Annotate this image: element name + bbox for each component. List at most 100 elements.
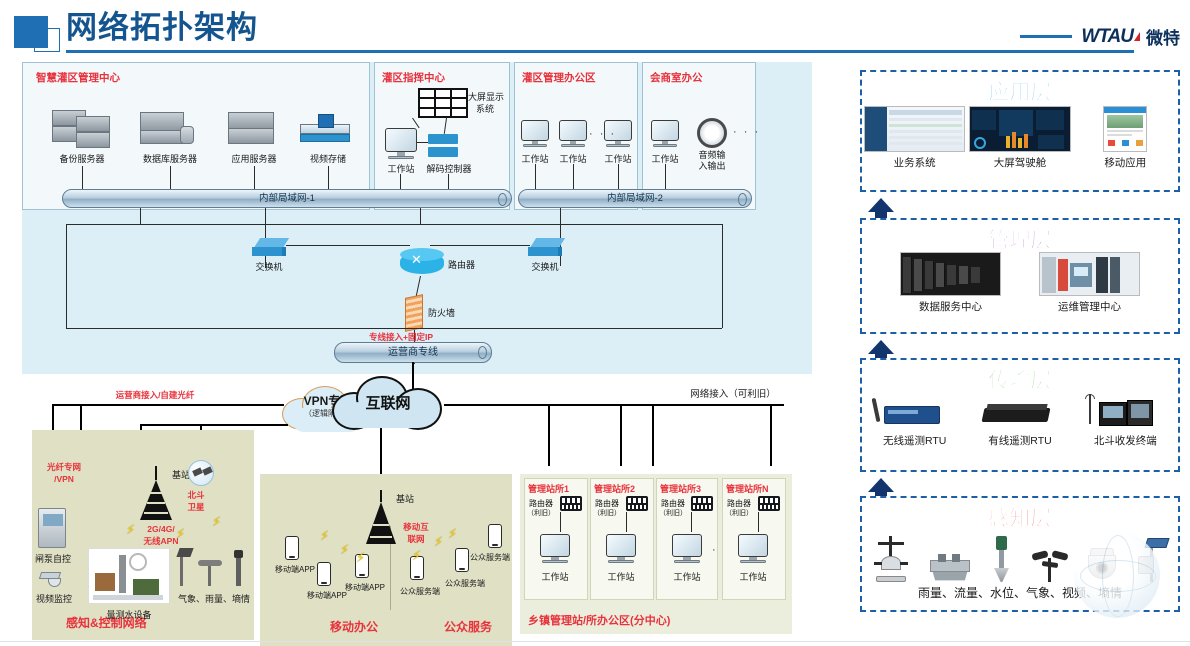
- carrier-fiber-label: 运营商接入/自建光纤: [115, 390, 195, 400]
- title-divider: [66, 50, 1134, 53]
- video-storage-icon: [300, 114, 354, 146]
- link-router-switchright: [430, 245, 530, 246]
- brand-latin-text: WTAU: [1081, 25, 1134, 47]
- firewall-label: 防火墙: [428, 308, 456, 318]
- link-server1-lan1: [170, 166, 171, 198]
- link-server2-lan1: [254, 166, 255, 198]
- layer-management: 管理层 数据服务中心: [860, 218, 1180, 334]
- page-header: 网络拓扑架构 WTAU 微特: [0, 0, 1190, 56]
- audio-device-icon: [697, 118, 727, 148]
- brand-rule: [1020, 35, 1073, 38]
- database-server-icon: [140, 112, 196, 146]
- link-lan2-switch-right: [560, 208, 561, 266]
- flow-meter-icon: [930, 552, 970, 582]
- videowall-label-line2: 系统: [476, 104, 495, 114]
- server-label-3: 视频存储: [309, 154, 346, 164]
- core-bus-horizontal-2: [420, 224, 560, 225]
- weather-sensors-icon: [176, 548, 248, 590]
- mobile-internet-label-line1: 移动互: [403, 522, 429, 532]
- lan-bar-2: 内部局域网-2: [518, 189, 752, 208]
- link-trunk-station3: [652, 404, 654, 466]
- meeting-workstation-icon: [651, 120, 679, 148]
- layer-title-perception: 感知层: [988, 507, 1052, 531]
- water-measure-label: 量测水设备: [106, 610, 152, 620]
- internet-right-trunk: [444, 404, 784, 406]
- station-router-label-3: 路由器: [727, 499, 751, 508]
- link-station0-router: [560, 512, 561, 532]
- layer-title-application: 应用层: [988, 81, 1052, 105]
- meeting-workstation-label: 工作站: [651, 154, 679, 164]
- layer-item-wired-rtu: 有线遥测RTU: [969, 394, 1070, 448]
- zone-title-township: 乡镇管理站/所办公区(分中心): [528, 615, 671, 627]
- layer-item-ops-center: 运维管理中心: [1038, 252, 1141, 314]
- water-level-sensor-icon: [990, 536, 1012, 582]
- mobile-app-label-0: 移动端APP: [274, 565, 315, 574]
- internet-cloud-title: 互联网: [365, 395, 411, 412]
- business-system-thumb: [864, 106, 966, 152]
- layer-item-dashboard: 大屏驾驶舱: [969, 106, 1071, 170]
- station-workstation-icon-3: [738, 534, 768, 564]
- architecture-layers-panel: 应用层 业务系统: [852, 56, 1190, 646]
- server-label-0: 备份服务器: [59, 154, 105, 164]
- layer-caption-0-0: 业务系统: [893, 157, 936, 169]
- brand-logo: WTAU 微特: [1020, 24, 1180, 49]
- video-monitor-label: 视频监控: [35, 594, 72, 604]
- mobile-phone-icon-1: [317, 562, 331, 586]
- mobile-app-thumb: [1103, 106, 1148, 152]
- office-workstation-label-0: 工作站: [521, 154, 549, 164]
- layer-item-data-center: 数据服务中心: [899, 252, 1002, 314]
- layer-transport: 传输层 无线遥测RTU 有线遥测RTU: [860, 358, 1180, 472]
- mobile-app-label-1: 移动端APP: [306, 591, 347, 600]
- public-bolt-icon-1: ⚡: [434, 534, 444, 549]
- layer-item-wireless-rtu: 无线遥测RTU: [864, 394, 965, 448]
- mobile-app-label-2: 移动端APP: [344, 583, 385, 592]
- gate-pump-label: 闸泵自控: [34, 554, 71, 564]
- ops-center-thumb: [1038, 252, 1141, 296]
- core-frame-top-right: [560, 224, 722, 225]
- brand-cn-text: 微特: [1146, 29, 1180, 48]
- zone-title-meeting-room: 会商室办公: [650, 72, 703, 84]
- zone-sense-control-background: [32, 430, 254, 640]
- station-router-note-0: （利旧）: [527, 510, 555, 517]
- link-switchleft-router: [286, 245, 410, 246]
- office-ellipsis: · · ·: [589, 128, 617, 140]
- station-router-label-2: 路由器: [661, 499, 685, 508]
- wireless-rtu-icon: [864, 394, 965, 430]
- link-officews1-lan2: [573, 164, 574, 190]
- decoder-label: 解码控制器: [426, 164, 472, 174]
- station-router-note-1: （利旧）: [593, 510, 621, 517]
- station-workstation-label-2: 工作站: [673, 572, 701, 582]
- weather-label: 气象、雨量、墒情: [177, 594, 250, 604]
- layer-caption-3-0: 雨量、流量、水位、气象、视频、墒情: [917, 586, 1122, 600]
- mobile-bolt-icon-2: ⚡: [340, 542, 350, 557]
- gate-pump-control-icon: [38, 508, 66, 548]
- dedicated-access-label: 专线接入+固定IP: [369, 332, 433, 342]
- carrier-line-bar: 运营商专线: [334, 342, 492, 363]
- wireless-bolt-icon-2: ⚡: [176, 526, 186, 541]
- link-lan2-core-left: [420, 208, 421, 225]
- data-center-thumb: [899, 252, 1002, 296]
- office-workstation-icon-2: [604, 120, 632, 148]
- layer-item-beidou-terminal: 北斗收发终端: [1075, 394, 1176, 448]
- decoder-unit-2-icon: [428, 147, 458, 157]
- link-server3-lan1: [328, 166, 329, 198]
- brand-accent-icon: [1134, 32, 1140, 41]
- switch-left-icon: [252, 238, 290, 256]
- wireless-apn-label-line1: 2G/4G/: [147, 524, 175, 534]
- zone-title-smart-center: 智慧灌区管理中心: [36, 72, 120, 84]
- mobile-bolt-icon-1: ⚡: [320, 528, 330, 543]
- fiber-vpn-label-line2: /VPN: [54, 474, 74, 484]
- wireless-apn-label-line2: 无线APN: [143, 536, 179, 546]
- link-workstation-decoder: [417, 142, 428, 143]
- logo-square-outline: [34, 28, 60, 52]
- video-monitor-icon: [38, 570, 66, 588]
- audio-label-line1: 音频输: [698, 150, 726, 160]
- zone-title-sense-control: 感知&控制网络: [66, 616, 147, 630]
- audio-label-line2: 入输出: [698, 161, 726, 171]
- layer-item-mobile-app: 移动应用: [1075, 106, 1176, 170]
- weather-station-icon: [1031, 548, 1069, 582]
- core-bus-horizontal: [140, 224, 420, 225]
- link-officews0-lan2: [535, 164, 536, 190]
- link-trunk-station2: [620, 404, 622, 466]
- mobile-base-station-label: 基站: [396, 494, 415, 504]
